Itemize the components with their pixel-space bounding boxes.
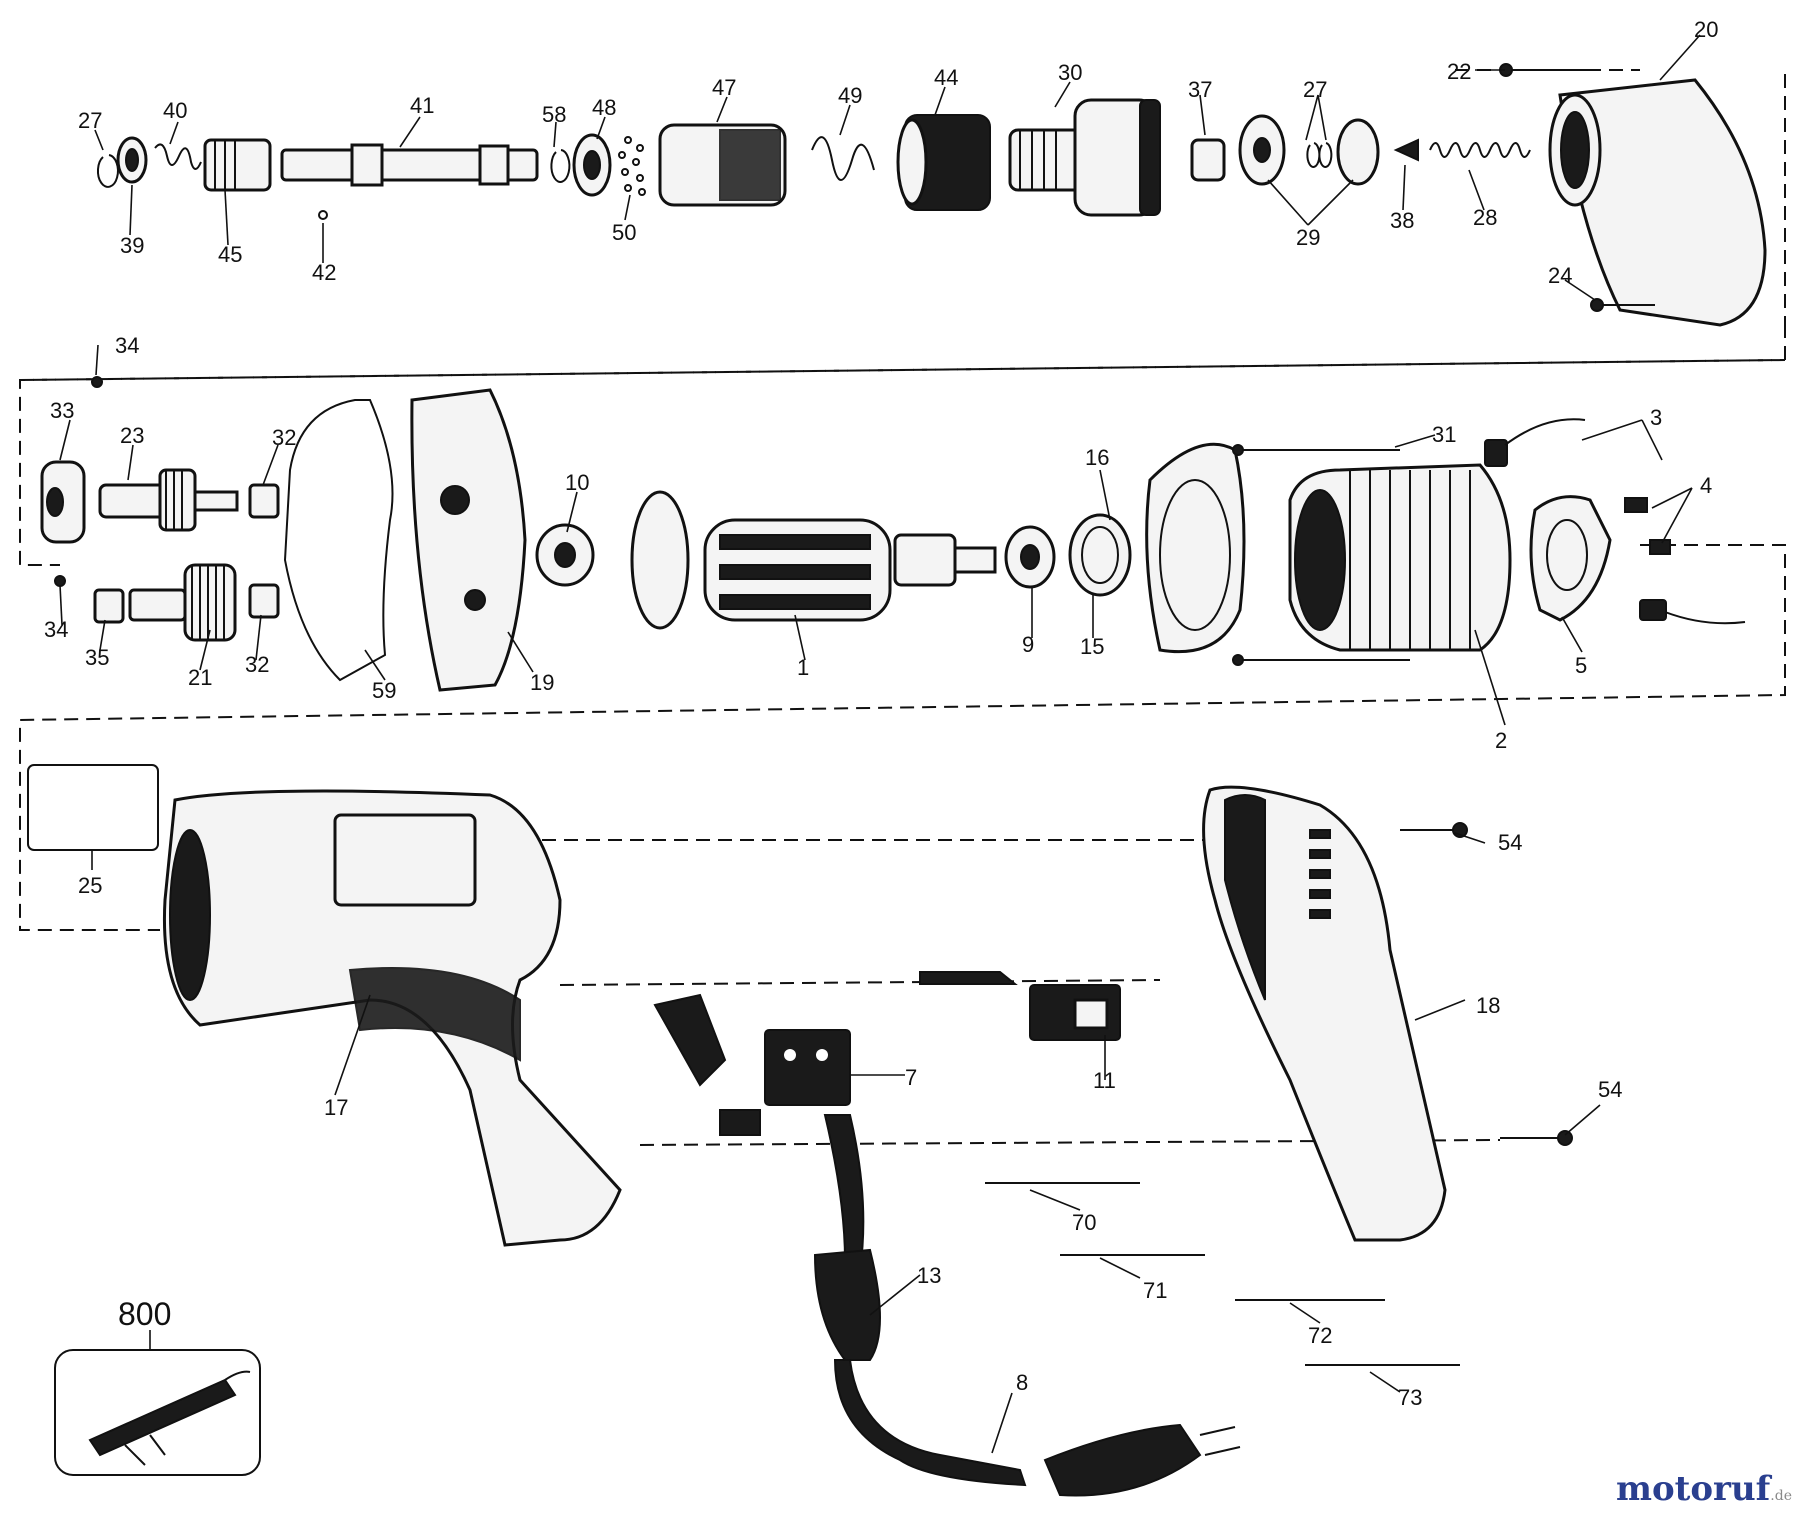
part-1-armature bbox=[630, 490, 997, 630]
label-37: 37 bbox=[1188, 77, 1212, 102]
label-48: 48 bbox=[592, 95, 616, 120]
leader-lines bbox=[59, 34, 1701, 1454]
label-4: 4 bbox=[1700, 473, 1712, 498]
label-58: 58 bbox=[542, 102, 566, 127]
part-28-spring bbox=[1429, 142, 1531, 158]
part-29-cam-b bbox=[1336, 118, 1380, 186]
label-23: 23 bbox=[120, 423, 144, 448]
label-13: 13 bbox=[917, 1263, 941, 1288]
part-27-ring bbox=[96, 154, 119, 188]
part-34a-screw bbox=[91, 376, 103, 388]
label-39: 39 bbox=[120, 233, 144, 258]
label-7: 7 bbox=[905, 1065, 917, 1090]
label-11: 11 bbox=[1093, 1068, 1116, 1093]
label-59: 59 bbox=[372, 678, 396, 703]
watermark-brand: motoruf bbox=[1616, 1469, 1771, 1509]
label-800: 800 bbox=[118, 1296, 171, 1332]
part-13-strain-relief bbox=[813, 1248, 881, 1361]
part-20-nose-housing bbox=[1558, 78, 1767, 327]
site-watermark: motoruf.de bbox=[1616, 1469, 1792, 1509]
part-49-spring bbox=[811, 136, 875, 181]
label-15: 15 bbox=[1080, 634, 1104, 659]
part-8-plug bbox=[1043, 1423, 1202, 1497]
label-17: 17 bbox=[324, 1095, 348, 1120]
label-29: 29 bbox=[1296, 225, 1320, 250]
label-5: 5 bbox=[1575, 653, 1587, 678]
part-25-nameplate bbox=[27, 764, 159, 851]
part-19-plate bbox=[410, 388, 527, 692]
label-44: 44 bbox=[934, 65, 958, 90]
label-3: 3 bbox=[1650, 405, 1662, 430]
label-27b: 27 bbox=[1303, 77, 1327, 102]
label-33: 33 bbox=[50, 398, 74, 423]
label-72: 72 bbox=[1308, 1323, 1332, 1348]
label-1: 1 bbox=[797, 655, 809, 680]
part-2-field bbox=[1288, 463, 1512, 652]
label-71: 71 bbox=[1143, 1278, 1167, 1303]
label-54b: 54 bbox=[1598, 1077, 1622, 1102]
row-motor bbox=[40, 376, 1746, 692]
label-32: 32 bbox=[272, 425, 296, 450]
part-5-holder bbox=[1529, 495, 1612, 622]
part-40-spring bbox=[154, 143, 202, 170]
label-54: 54 bbox=[1498, 830, 1522, 855]
label-16: 16 bbox=[1085, 445, 1109, 470]
label-38: 38 bbox=[1390, 208, 1414, 233]
part-8-cord bbox=[823, 1114, 865, 1272]
part-58-ring bbox=[550, 149, 571, 183]
part-32b-bushing bbox=[248, 583, 280, 619]
label-18: 18 bbox=[1476, 993, 1500, 1018]
part-30-gearcase bbox=[1008, 98, 1161, 217]
label-31: 31 bbox=[1432, 422, 1456, 447]
label-41: 41 bbox=[410, 93, 434, 118]
part-16-baffle bbox=[1145, 442, 1246, 654]
label-10: 10 bbox=[565, 470, 589, 495]
label-47: 47 bbox=[712, 75, 736, 100]
label-49: 49 bbox=[838, 83, 862, 108]
row-housing bbox=[27, 764, 1573, 1497]
label-73: 73 bbox=[1398, 1385, 1422, 1410]
part-800-kit bbox=[54, 1349, 261, 1476]
label-20: 20 bbox=[1694, 17, 1718, 42]
label-8: 8 bbox=[1016, 1370, 1028, 1395]
part-21-gear bbox=[128, 588, 187, 622]
part-15-ring bbox=[1068, 513, 1132, 597]
part-labels: 27 40 41 58 48 47 49 44 30 37 27 20 22 3… bbox=[44, 17, 1718, 1410]
row-spindle bbox=[96, 63, 1767, 327]
part-7-switch bbox=[653, 993, 851, 1136]
label-30: 30 bbox=[1058, 60, 1082, 85]
label-50: 50 bbox=[612, 220, 636, 245]
part-50-balls bbox=[618, 136, 646, 196]
label-34: 34 bbox=[115, 333, 139, 358]
part-45-sleeve bbox=[203, 138, 272, 192]
part-11-switch bbox=[919, 971, 1121, 1041]
label-32b: 32 bbox=[245, 652, 269, 677]
part-42-ball bbox=[318, 210, 328, 220]
label-24: 24 bbox=[1548, 263, 1572, 288]
label-27: 27 bbox=[78, 108, 102, 133]
part-38-cone bbox=[1393, 138, 1419, 162]
label-28: 28 bbox=[1473, 205, 1497, 230]
part-37-bushing bbox=[1190, 138, 1226, 182]
label-25: 25 bbox=[78, 873, 102, 898]
label-70: 70 bbox=[1072, 1210, 1096, 1235]
label-40: 40 bbox=[163, 98, 187, 123]
part-34b-screw bbox=[54, 575, 66, 587]
label-45: 45 bbox=[218, 242, 242, 267]
label-35: 35 bbox=[85, 645, 109, 670]
label-19: 19 bbox=[530, 670, 554, 695]
part-3-brush bbox=[1484, 439, 1508, 467]
label-9: 9 bbox=[1022, 632, 1034, 657]
label-42: 42 bbox=[312, 260, 336, 285]
part-32a-bushing bbox=[248, 483, 280, 519]
part-41-spindle bbox=[280, 148, 539, 182]
label-2: 2 bbox=[1495, 728, 1507, 753]
part-35-bushing bbox=[93, 588, 125, 624]
label-22: 22 bbox=[1447, 59, 1471, 84]
watermark-suffix: .de bbox=[1770, 1488, 1792, 1504]
label-34b: 34 bbox=[44, 617, 68, 642]
part-59-gasket bbox=[283, 399, 394, 682]
label-21: 21 bbox=[188, 665, 212, 690]
